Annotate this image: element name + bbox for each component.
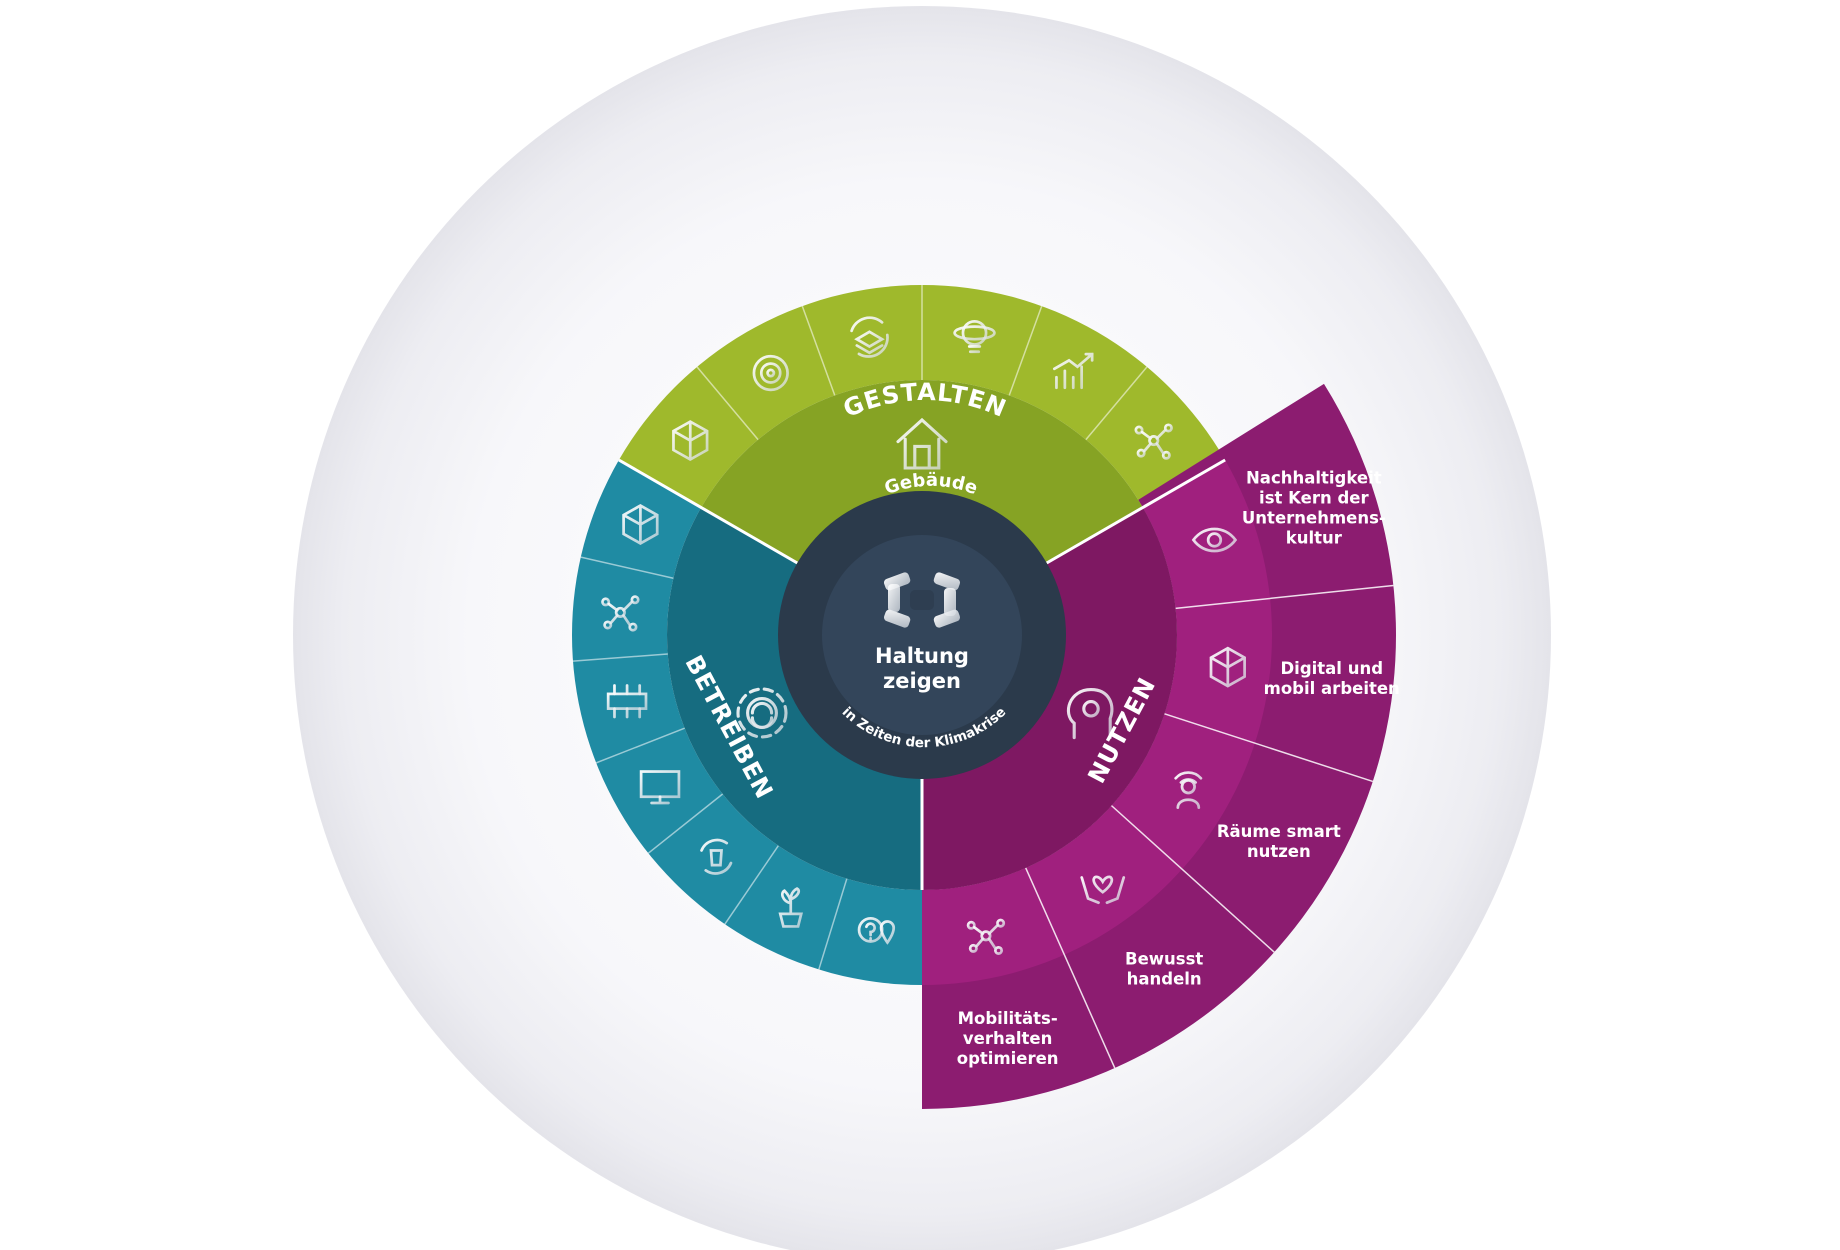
betreiben-ring-divider <box>647 793 724 854</box>
gestalten-middle-ring <box>701 380 1143 564</box>
nutzen-sector-divider <box>1164 713 1374 783</box>
nutzen-outer-label: verhalten <box>963 1029 1052 1048</box>
nutzen-outer-label: kultur <box>1286 529 1343 548</box>
nutzen-outer-label: Bewusst <box>1125 949 1203 968</box>
betreiben-ring-divider <box>818 878 848 970</box>
hands-heart-icon <box>1080 875 1126 905</box>
monitor-icon <box>639 770 681 805</box>
plant-icon <box>778 887 803 928</box>
nutzen-sector-divider <box>1175 584 1394 610</box>
gestalten-outer-ring <box>618 285 1226 508</box>
network-icon <box>966 918 1006 955</box>
outer-ring <box>572 285 1226 985</box>
nutzen-outer-label: nutzen <box>1247 842 1311 861</box>
betreiben-outer-ring <box>572 460 922 985</box>
betreiben-ring-divider <box>580 556 674 579</box>
network-icon <box>601 595 640 632</box>
recycle-icon <box>700 838 733 875</box>
location-question-icon <box>857 917 896 945</box>
hands-circle-icon <box>883 572 961 628</box>
center-title-line2: zeigen <box>883 669 961 693</box>
nutzen-sector-divider <box>1111 805 1275 953</box>
gestalten-ring-divider <box>696 366 759 441</box>
nutzen-outer-label: Mobilitäts- <box>958 1009 1058 1028</box>
box-3d-icon <box>1209 646 1246 688</box>
head-idea-icon <box>1066 688 1114 740</box>
cube-icon <box>622 504 659 545</box>
network-icon <box>1134 423 1173 460</box>
nutzen-outer-label: Nachhaltigkeit <box>1246 469 1382 488</box>
middle-ring <box>666 380 1177 890</box>
nutzen-outer-sector <box>922 383 1396 1110</box>
gear-icon <box>736 687 788 739</box>
nutzen-outer-label: Unternehmens- <box>1242 509 1386 528</box>
chart-growth-icon <box>1052 352 1094 390</box>
sensor-grid-icon <box>606 684 648 719</box>
sector-divider <box>618 458 799 565</box>
layers-cycle-icon <box>850 316 889 358</box>
nutzen-outer-ring <box>922 460 1273 985</box>
building-icon <box>896 417 948 470</box>
eye-icon <box>1191 527 1238 553</box>
nutzen-outer-label: ist Kern der <box>1259 489 1369 508</box>
betreiben-ring-divider <box>724 845 779 925</box>
betreiben-ring-divider <box>595 727 685 764</box>
lightbulb-icon <box>953 319 996 354</box>
gestalten-ring-divider <box>1085 366 1148 441</box>
center-title-line1: Haltung <box>875 644 969 668</box>
gestalten-ring-divider <box>801 305 836 396</box>
nutzen-outer-label: Digital und <box>1280 659 1383 678</box>
nutzen-sector-divider <box>1025 867 1116 1069</box>
ring-dividers <box>572 285 1394 1069</box>
ring-icons <box>601 316 1246 955</box>
target-icon <box>752 354 789 392</box>
gestalten-ring-divider <box>1008 305 1043 396</box>
nutzen-outer-label: optimieren <box>957 1049 1059 1068</box>
person-wifi-icon <box>1174 771 1203 810</box>
nutzen-outer-label: Räume smart <box>1217 822 1341 841</box>
nutzen-outer-label: handeln <box>1127 969 1202 988</box>
center-circle-inner <box>822 535 1022 735</box>
cube-icon <box>672 420 709 462</box>
sector-divider <box>1045 458 1226 565</box>
nutzen-outer-label: mobil arbeiten <box>1264 679 1400 698</box>
betreiben-ring-divider <box>572 653 668 662</box>
